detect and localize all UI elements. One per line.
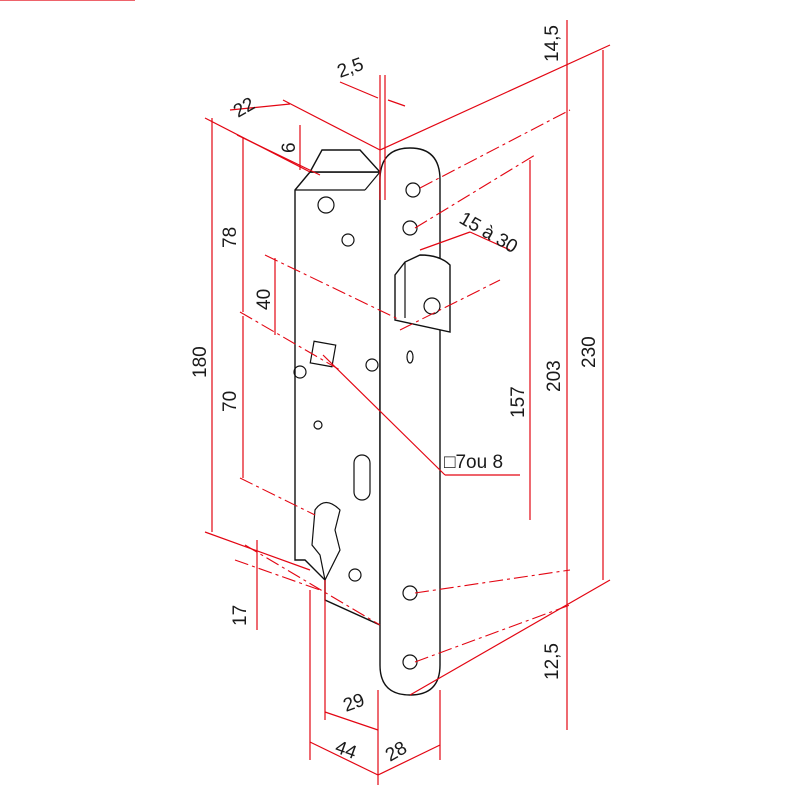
label-screw-spacing: 203 [544, 360, 565, 392]
label-spindle-to-cylinder: 70 [220, 391, 241, 412]
latch-bolt [394, 254, 451, 333]
label-body-height: 180 [190, 346, 211, 378]
faceplate [379, 147, 441, 696]
label-top-to-spindle: 78 [220, 227, 241, 248]
label-bottom-offset: 12,5 [542, 643, 563, 680]
cylinder-cutout [311, 501, 341, 582]
label-faceplate-length: 230 [579, 336, 600, 368]
label-body-top-depth: 22 [230, 94, 259, 123]
label-cylinder-offset: 17 [230, 605, 251, 626]
label-spindle-square: □7ou 8 [444, 452, 503, 473]
label-latch-to-spindle: 40 [254, 289, 275, 310]
dimension-lines [0, 0, 611, 785]
label-fixing-spacing: 157 [508, 386, 529, 418]
lock-body [293, 149, 382, 627]
label-top-offset: 14,5 [542, 25, 563, 62]
label-backset: 44 [332, 737, 359, 764]
label-faceplate-width: 28 [382, 738, 411, 767]
label-faceplate-thickness: 2,5 [335, 54, 367, 83]
label-cylinder-backset: 29 [341, 690, 368, 717]
label-top-step: 6 [279, 142, 300, 153]
